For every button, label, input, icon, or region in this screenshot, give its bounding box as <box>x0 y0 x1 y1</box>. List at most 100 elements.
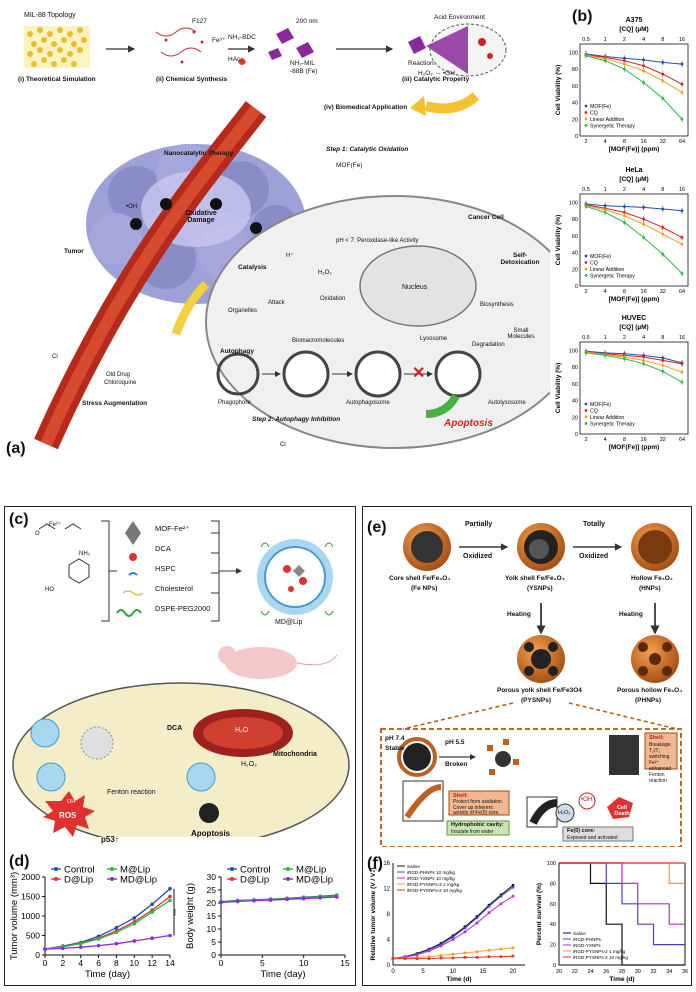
data-point <box>623 205 626 208</box>
oxidized-label-1: Oxidized <box>463 553 493 560</box>
data-point <box>463 926 467 930</box>
y-tick-label: 1500 <box>21 892 40 902</box>
panel-e-art <box>380 523 682 847</box>
series-line-2 <box>585 205 683 245</box>
y-tick-label: 25 <box>207 885 217 895</box>
step1-label: Step 1: Catalytic Oxidation <box>326 146 409 153</box>
plot-frame <box>579 43 689 137</box>
y-tick-label: 12 <box>383 887 390 893</box>
y-tick-label: 0 <box>35 950 40 960</box>
y-tick-label: 20 <box>572 117 578 123</box>
legend-label: iRGD-PYSNPs-2 10 mg/kg <box>573 955 628 960</box>
hac-label: HAc, <box>228 56 243 63</box>
chart-title: HUVEC <box>622 315 647 322</box>
x-axis-label: Time (d) <box>609 976 634 983</box>
data-point <box>132 916 137 920</box>
y-tick-label: 0 <box>575 134 578 140</box>
oxidation-label: Oxidation <box>320 296 346 302</box>
nh2-label-c: NH₂ <box>79 551 90 557</box>
legend-label: iRGD-PYSNPs-2 1 mg/kg <box>573 949 626 954</box>
detail-box <box>380 728 682 847</box>
top-tick-label: 8 <box>661 335 664 341</box>
x-axis-label: [MOF(Fe)] (ppm) <box>609 296 660 303</box>
x-tick-label: 5 <box>421 969 425 975</box>
data-point <box>661 226 665 229</box>
y-axis-label: Cell Viability (%) <box>555 215 562 265</box>
data-point <box>642 81 645 84</box>
data-point <box>427 949 431 953</box>
old-drug-label: Old Drug <box>106 372 131 378</box>
data-point <box>499 894 503 898</box>
x-tick-label: 34 <box>666 969 672 975</box>
x-tick-label: 4 <box>604 437 607 443</box>
h2o2-label-c: H₂O₂ <box>241 761 257 768</box>
legend-label: MOF(Fe) <box>590 104 611 110</box>
shell-protect-title: Shell: <box>453 793 468 799</box>
series-line-3 <box>585 352 683 383</box>
y-tick-label: 2000 <box>21 872 40 882</box>
data-point <box>661 61 665 64</box>
y-tick-label: 40 <box>572 251 578 257</box>
data-point <box>511 954 515 958</box>
data-point <box>680 209 684 213</box>
panel-cd: (c) <box>4 506 356 986</box>
legend-label: Synergetic Therapy <box>590 274 635 280</box>
y-tick-label: 20 <box>207 898 217 908</box>
phagophore-label: Phagophore <box>218 400 251 406</box>
data-point <box>150 910 154 914</box>
series-line-2 <box>44 899 171 950</box>
legend-label: iRGD-YSNPs <box>573 943 601 948</box>
data-point <box>487 955 491 959</box>
top-tick-label: 4 <box>642 335 645 341</box>
attack-label: Attack <box>268 300 285 306</box>
md-lip-label: MD@Lip <box>275 619 303 626</box>
legend-cholesterol: Cholesterol <box>155 584 193 593</box>
shell-break-title: Shell: <box>649 735 664 741</box>
top-tick-label: 1 <box>604 37 607 43</box>
top-tick-label: 1 <box>604 335 607 341</box>
x-tick-label: 32 <box>650 969 656 975</box>
porous-yolk-label: Porous yolk shell Fe/Fe3O4 <box>497 687 582 694</box>
legend-marker <box>110 867 114 871</box>
data-point <box>680 362 684 366</box>
fe0-text: Exposed and activated <box>567 835 618 841</box>
data-point <box>78 945 83 949</box>
x-axis-label: Time (day) <box>85 969 130 980</box>
y-tick-label: 0 <box>211 950 216 960</box>
x-tick-label: 32 <box>660 289 666 295</box>
series-line-2 <box>585 54 683 93</box>
x-tick-label: 0 <box>43 958 48 968</box>
data-point <box>219 900 223 905</box>
data-point <box>642 69 645 73</box>
legend-label: MOF(Fe) <box>590 402 611 408</box>
data-point <box>403 957 407 960</box>
legend-marker <box>584 422 588 425</box>
y-axis-label: Tumor volume (mm³) <box>9 872 20 960</box>
data-point <box>78 941 83 946</box>
data-point <box>603 59 607 63</box>
svg-text:✕: ✕ <box>412 365 425 382</box>
step-ii-label: (ii) Chemical Synthesis <box>156 76 228 83</box>
x-tick-label: 64 <box>679 139 685 145</box>
data-point <box>150 936 154 941</box>
panel-e-label: (e) <box>367 519 387 536</box>
hydrophobic-title: Hydrophobic cavity: <box>451 822 504 828</box>
series-line-3 <box>220 896 337 904</box>
data-point <box>642 355 645 359</box>
hnps-label: (HNPs) <box>639 585 661 592</box>
data-point <box>61 946 65 951</box>
lysosome-label: Lysosome <box>420 336 448 342</box>
fe0-title: Fe(0) core: <box>567 828 596 834</box>
legend-marker <box>584 117 588 121</box>
ysnps-label: (YSNPs) <box>527 585 553 592</box>
legend-marker <box>584 124 588 127</box>
data-point <box>661 96 665 100</box>
oh-label-e: •OH <box>581 797 593 803</box>
data-point <box>511 885 515 889</box>
x-tick-label: 10 <box>130 958 140 968</box>
top-tick-label: 2 <box>623 187 626 193</box>
x-tick-label: 4 <box>78 958 83 968</box>
